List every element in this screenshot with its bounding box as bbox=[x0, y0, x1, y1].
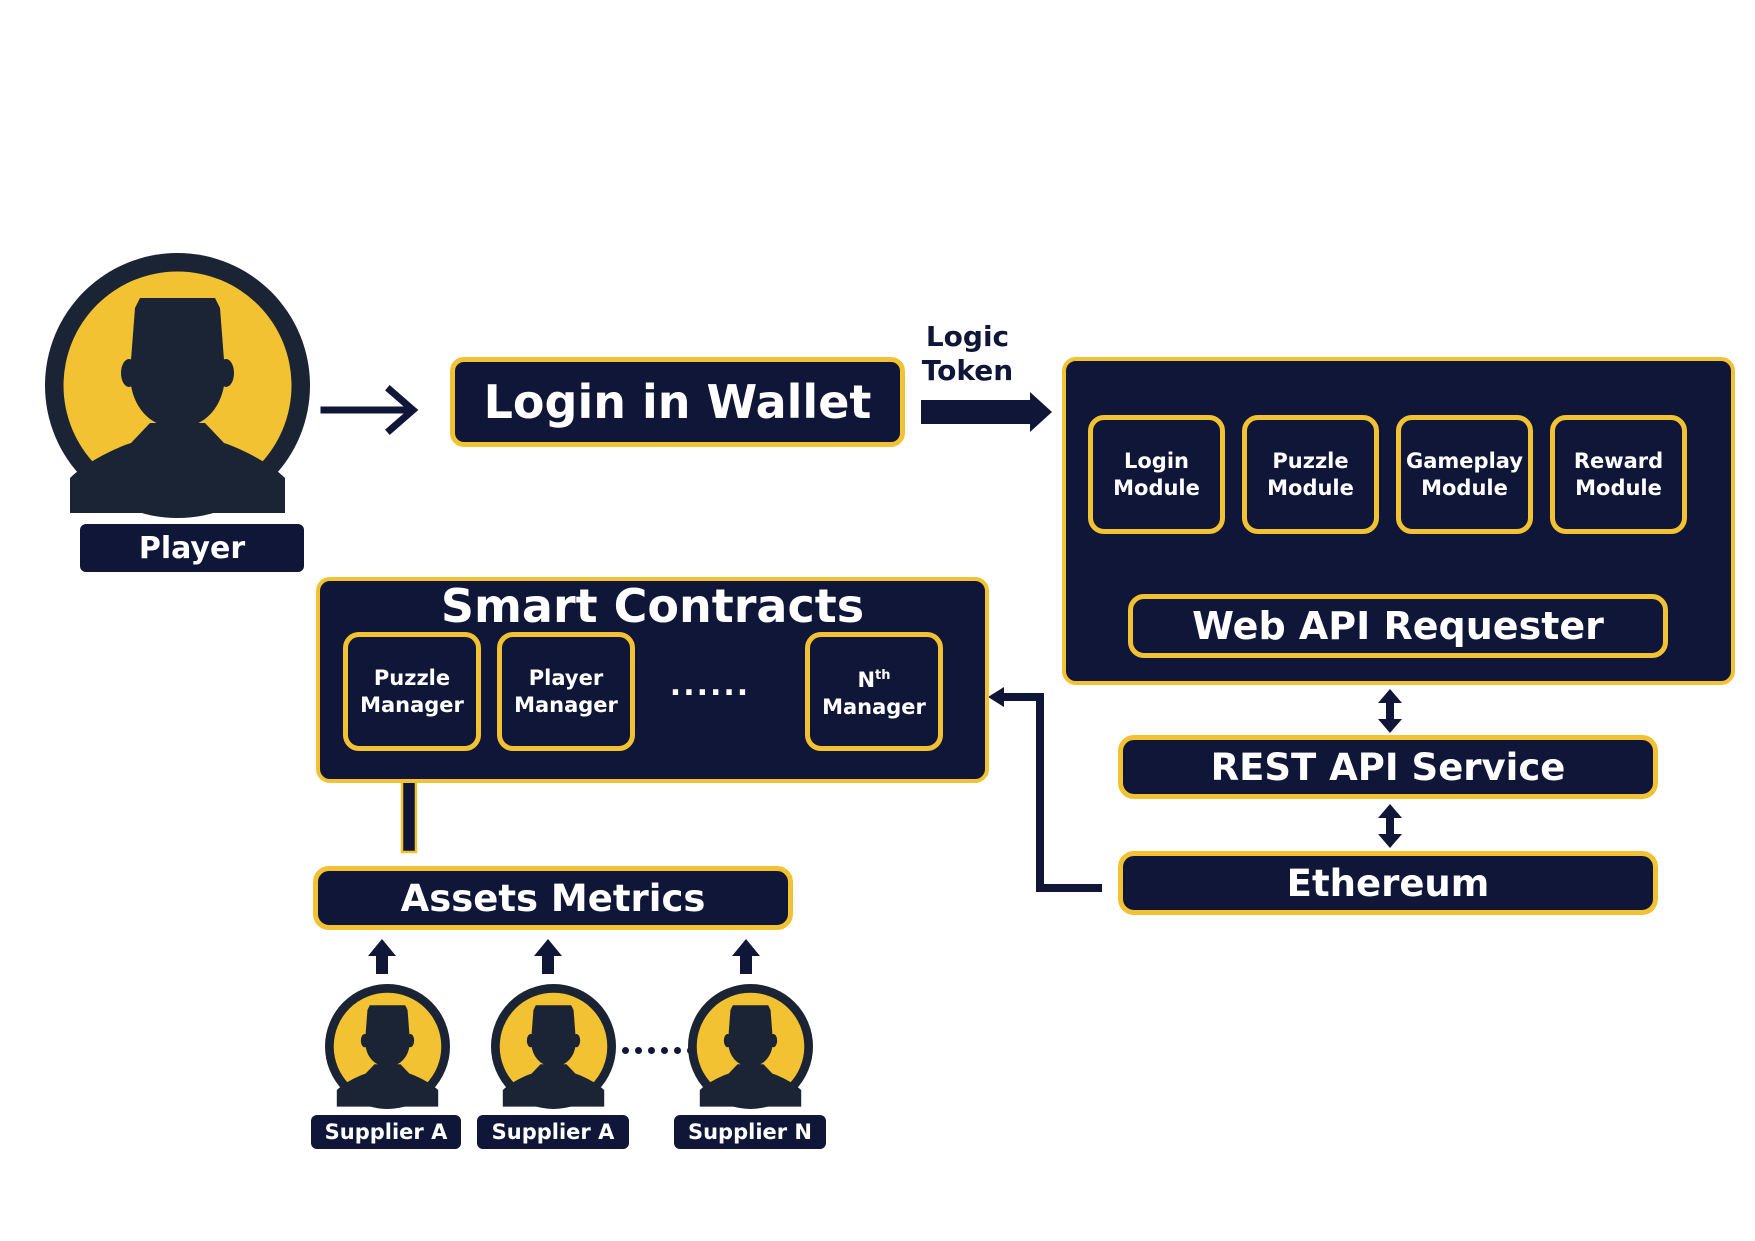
person-icon bbox=[325, 984, 450, 1109]
logic-token-arrow bbox=[921, 392, 1052, 432]
rest-api-service-box[interactable]: REST API Service bbox=[1118, 735, 1658, 799]
managers-ellipsis: ...... bbox=[669, 668, 751, 703]
nth-manager-n: N bbox=[857, 668, 876, 692]
puzzle-manager-line1: Puzzle bbox=[373, 665, 451, 690]
module-login-line2: Module bbox=[1113, 475, 1200, 500]
module-login-line1: Login bbox=[1124, 448, 1189, 473]
person-icon bbox=[45, 253, 310, 518]
logic-token-line2: Token bbox=[921, 354, 1014, 387]
player-to-login-arrow bbox=[320, 385, 419, 435]
module-gameplay-line2: Module bbox=[1421, 475, 1508, 500]
nth-manager-sup: th bbox=[875, 668, 891, 683]
rest-api-service-label: REST API Service bbox=[1210, 745, 1566, 789]
module-puzzle-line2: Module bbox=[1267, 475, 1354, 500]
login-in-wallet-box[interactable]: Login in Wallet bbox=[450, 357, 905, 447]
login-in-wallet-label: Login in Wallet bbox=[483, 375, 872, 429]
supplier-up-arrows bbox=[368, 939, 760, 974]
supplier-avatar bbox=[688, 984, 813, 1109]
person-icon bbox=[491, 984, 616, 1109]
assets-metrics-box[interactable]: Assets Metrics bbox=[313, 866, 793, 930]
logic-token-label: Logic Token bbox=[900, 320, 1035, 388]
player-label: Player bbox=[80, 524, 304, 572]
module-puzzle-line1: Puzzle bbox=[1272, 448, 1349, 473]
person-icon bbox=[688, 984, 813, 1109]
supplier-label: Supplier A bbox=[477, 1115, 629, 1149]
player-avatar bbox=[45, 253, 310, 518]
supplier-avatar bbox=[491, 984, 616, 1109]
ethereum-to-contracts-arrow bbox=[988, 687, 1102, 892]
puzzle-manager-line2: Manager bbox=[360, 692, 464, 717]
module-reward-line1: Reward bbox=[1573, 448, 1664, 473]
nth-manager-box[interactable]: Nth Manager bbox=[805, 632, 943, 751]
ethereum-box[interactable]: Ethereum bbox=[1118, 851, 1658, 915]
supplier-label: Supplier A bbox=[311, 1115, 461, 1149]
web-api-requester-box[interactable]: Web API Requester bbox=[1128, 594, 1668, 658]
module-reward-line2: Module bbox=[1575, 475, 1662, 500]
ethereum-label: Ethereum bbox=[1286, 861, 1490, 905]
nth-manager-line2: Manager bbox=[822, 695, 926, 719]
supplier-label: Supplier N bbox=[674, 1115, 826, 1149]
web-api-requester-label: Web API Requester bbox=[1192, 604, 1604, 648]
supplier-avatar bbox=[325, 984, 450, 1109]
rest-ethereum-double-arrow bbox=[1378, 804, 1402, 848]
assets-metrics-label: Assets Metrics bbox=[400, 876, 706, 920]
smart-contracts-title: Smart Contracts bbox=[440, 579, 865, 633]
logic-token-line1: Logic bbox=[925, 320, 1010, 353]
player-manager-line1: Player bbox=[528, 665, 604, 690]
module-gameplay-line1: Gameplay bbox=[1406, 448, 1523, 473]
requester-rest-double-arrow bbox=[1378, 689, 1402, 733]
player-manager-line2: Manager bbox=[514, 692, 618, 717]
